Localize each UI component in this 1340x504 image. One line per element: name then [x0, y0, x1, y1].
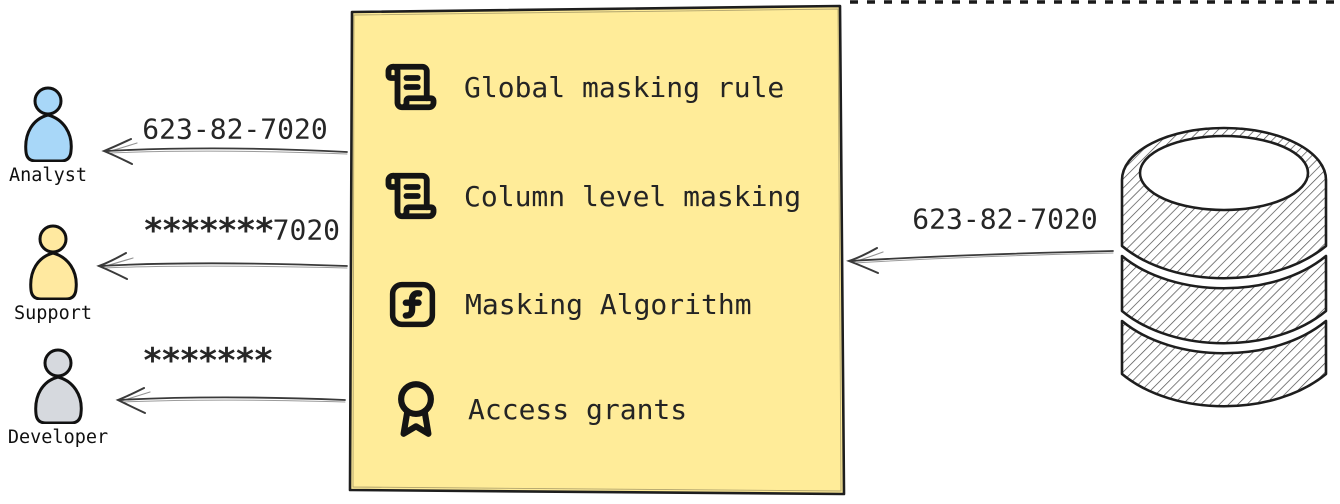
flow-value-database: 623-82-7020: [910, 200, 1100, 240]
arrow-to-developer: [115, 387, 346, 414]
masking-box-item-label: Global masking rule: [464, 70, 785, 104]
masking-box-row-global-rule: Global masking rule: [384, 58, 784, 116]
masking-box-item-label: Access grants: [468, 392, 688, 426]
persona-analyst: Analyst: [0, 86, 96, 186]
person-icon: [29, 224, 78, 300]
masking-box-item-label: Column level masking: [464, 179, 802, 213]
award-icon: [398, 381, 434, 437]
database-icon: [1120, 126, 1328, 408]
persona-support-label: Support: [14, 303, 92, 324]
arrow-from-database: [846, 247, 1114, 274]
masking-box-shape: [348, 4, 846, 496]
arrow-to-support: [96, 252, 348, 280]
persona-support: Support: [5, 224, 101, 324]
flow-value-analyst: 623-82-7020: [140, 110, 330, 150]
masked-digits: *******: [142, 341, 274, 381]
arrow-to-analyst: [101, 138, 348, 165]
masking-box-item-label: Masking Algorithm: [465, 287, 752, 321]
function-square-icon: [389, 281, 436, 327]
masking-box-row-access-grants: Access grants: [390, 376, 687, 442]
person-icon: [24, 86, 73, 162]
visible-digits: 623-82-7020: [142, 112, 328, 146]
masked-digits: *******: [143, 211, 275, 251]
scroll-text-icon: [385, 172, 437, 220]
masking-box-row-algorithm: Masking Algorithm: [386, 276, 752, 332]
scroll-text-icon: [385, 63, 437, 111]
persona-developer-label: Developer: [7, 427, 109, 448]
persona-developer: Developer: [7, 348, 109, 448]
visible-digits: 7020: [272, 213, 341, 247]
masking-box-row-column-masking: Column level masking: [384, 167, 801, 225]
flow-arrows: [96, 138, 1114, 414]
flow-value-developer: *******: [112, 341, 302, 381]
persona-analyst-label: Analyst: [9, 165, 87, 186]
flow-value-support: *******7020: [143, 211, 340, 251]
visible-digits: 623-82-7020: [912, 202, 1098, 236]
person-icon: [34, 348, 83, 424]
